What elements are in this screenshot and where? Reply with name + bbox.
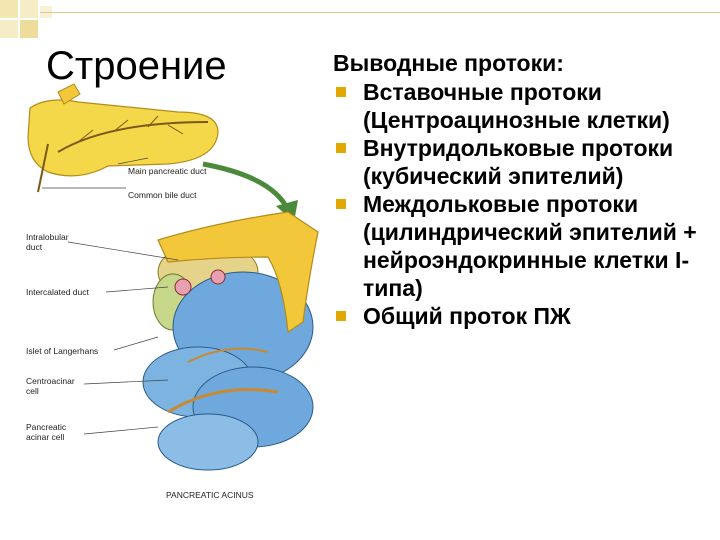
label-centroacinar-2: cell [26, 386, 39, 396]
slide-content: Выводные протоки: Вставочные протоки (Це… [333, 48, 718, 330]
label-intralobular-2: duct [26, 242, 43, 252]
square-bullet-icon [336, 87, 346, 97]
list-item: Общий проток ПЖ [333, 302, 718, 330]
square-bullet-icon [336, 311, 346, 321]
label-islet: Islet of Langerhans [26, 346, 98, 356]
corner-decoration [0, 0, 60, 44]
top-rule [40, 12, 720, 13]
label-intercalated: Intercalated duct [26, 287, 89, 297]
pancreas-body [28, 100, 218, 176]
square-bullet-icon [336, 143, 346, 153]
label-acinar-2: acinar cell [26, 432, 64, 442]
list-item: Внутридольковые протоки (кубический эпит… [333, 134, 718, 190]
list-item-text: Вставочные протоки (Центроацинозные клет… [363, 79, 670, 133]
list-item: Вставочные протоки (Центроацинозные клет… [333, 78, 718, 134]
bullet-list: Вставочные протоки (Центроацинозные клет… [333, 78, 718, 330]
label-centroacinar-1: Centroacinar [26, 376, 75, 386]
pancreas-diagram: Main pancreatic duct Common bile duct In… [18, 82, 328, 512]
list-item: Междольковые протоки (цилиндрический эпи… [333, 190, 718, 302]
figure-caption: PANCREATIC ACINUS [166, 490, 254, 500]
list-item-text: Внутридольковые протоки (кубический эпит… [363, 135, 673, 189]
label-intralobular-1: Intralobular [26, 232, 69, 242]
list-item-text: Общий проток ПЖ [363, 303, 571, 329]
list-heading: Выводные протоки: [333, 48, 718, 78]
zoom-arrow [203, 164, 288, 210]
list-item-text: Междольковые протоки (цилиндрический эпи… [363, 191, 697, 301]
label-main-duct: Main pancreatic duct [128, 166, 207, 176]
label-bile-duct: Common bile duct [128, 190, 197, 200]
square-bullet-icon [336, 199, 346, 209]
label-acinar-1: Pancreatic [26, 422, 67, 432]
